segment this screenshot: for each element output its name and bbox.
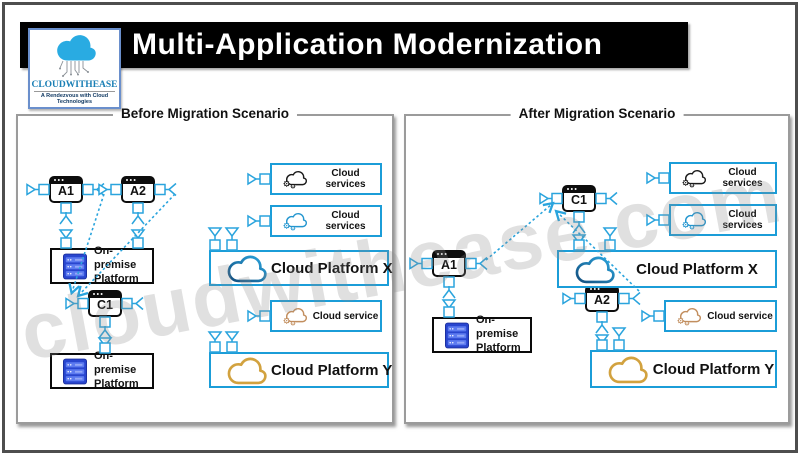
onprem-platform-box: On-premise Platform	[432, 314, 532, 354]
cloud-platform-x-box: Cloud Platform X	[209, 250, 393, 286]
onprem-platform-box-1: On-premise Platform	[50, 245, 154, 285]
socket-fork-icon	[595, 191, 618, 206]
cloud-platform-label: Cloud Platform Y	[652, 360, 775, 378]
app-node-a2: A2	[121, 176, 155, 203]
window-dots-icon	[93, 293, 96, 296]
plug-triangle-icon	[247, 215, 271, 227]
server-rack-icon	[445, 322, 469, 348]
cloud-services-box-2: Cloud services	[270, 205, 382, 237]
app-node-a2: A2	[585, 285, 619, 312]
app-label: C1	[97, 298, 113, 312]
logo-name: CLOUDWITHEASE	[31, 80, 118, 90]
app-label: A2	[594, 293, 610, 307]
app-label: A1	[441, 258, 457, 272]
cloud-gears-icon	[277, 305, 311, 328]
app-titlebar	[50, 177, 82, 184]
cloud-platform-label: Cloud Platform X	[636, 260, 758, 278]
app-titlebar	[433, 251, 465, 258]
onprem-label: On-premise Platform	[476, 314, 521, 354]
app-titlebar	[563, 186, 595, 193]
before-panel-title: Before Migration Scenario	[112, 106, 298, 121]
cloud-platform-y-box: Cloud Platform Y	[590, 350, 777, 388]
socket-fork-icon	[154, 182, 177, 197]
window-dots-icon	[437, 253, 440, 256]
cloud-icon	[575, 256, 615, 283]
cloud-gears-icon	[277, 168, 311, 191]
plug-triangle-icon	[26, 183, 50, 196]
logo-cloud-icon	[56, 35, 96, 77]
cloud-service-label: Cloud service	[312, 310, 379, 322]
cloud-gears-icon	[671, 305, 705, 328]
cloud-platform-label: Cloud Platform Y	[271, 361, 393, 379]
window-dots-icon	[126, 179, 129, 182]
cloud-icon	[227, 255, 267, 282]
app-titlebar	[89, 291, 121, 298]
plug-triangle-icon	[409, 257, 433, 270]
socket-fork-icon	[465, 256, 488, 271]
plug-triangle-icon	[539, 192, 563, 205]
plug-triangle-icon	[247, 173, 271, 185]
after-panel: After Migration Scenario C1 A1 A2 On-pre…	[404, 106, 790, 424]
dependency-arrow-a1-c1	[485, 204, 552, 261]
page-title: Multi-Application Modernization	[132, 28, 603, 61]
cloud-icon	[227, 357, 267, 384]
plug-triangle-icon	[641, 310, 665, 322]
cloud-platform-label: Cloud Platform X	[271, 259, 393, 277]
server-rack-icon	[63, 358, 87, 384]
cloud-service-box: Cloud service	[664, 300, 777, 332]
title-bar: Multi-Application Modernization	[20, 22, 688, 68]
app-titlebar	[122, 177, 154, 184]
cloud-services-box-1: Cloud services	[270, 163, 382, 195]
plug-triangle-icon	[65, 297, 89, 310]
app-node-a1: A1	[49, 176, 83, 203]
plug-triangle-icon	[646, 214, 670, 226]
plug-triangle-icon	[562, 292, 586, 305]
app-node-a1: A1	[432, 250, 466, 277]
plug-triangle-icon	[247, 310, 271, 322]
window-dots-icon	[567, 188, 570, 191]
app-node-c1: C1	[562, 185, 596, 212]
cloud-services-label: Cloud services	[325, 210, 366, 232]
cloud-platform-y-box: Cloud Platform Y	[209, 352, 393, 388]
cloud-gears-icon	[277, 210, 311, 233]
cloud-services-label: Cloud services	[722, 209, 763, 231]
window-dots-icon	[590, 288, 593, 291]
socket-fork-icon	[121, 296, 144, 311]
app-label: A2	[130, 184, 146, 198]
cloud-services-box-1: Cloud services	[669, 162, 777, 194]
onprem-platform-box-2: On-premise Platform	[50, 350, 154, 390]
cloud-service-box: Cloud service	[270, 300, 382, 332]
onprem-label: On-premise Platform	[94, 245, 139, 285]
app-node-c1: C1	[88, 290, 122, 317]
window-dots-icon	[54, 179, 57, 182]
cloud-icon	[608, 356, 648, 383]
cloud-services-label: Cloud services	[325, 168, 366, 190]
before-panel: Before Migration Scenario A1 A2 C1 On-pr…	[16, 106, 394, 424]
brand-logo: CLOUDWITHEASE A Rendezvous with Cloud Te…	[28, 28, 121, 109]
cloud-services-label: Cloud services	[722, 167, 763, 189]
after-panel-title: After Migration Scenario	[510, 106, 684, 121]
onprem-label: On-premise Platform	[94, 350, 139, 390]
cloud-gears-icon	[676, 167, 710, 190]
logo-tagline: A Rendezvous with Cloud Technologies	[34, 91, 115, 105]
plug-triangle-icon	[98, 183, 122, 196]
cloud-platform-x-box: Cloud Platform X	[557, 250, 777, 288]
cloud-gears-icon	[676, 209, 710, 232]
app-label: C1	[571, 193, 587, 207]
socket-fork-icon	[618, 291, 641, 306]
cloud-services-box-2: Cloud services	[669, 204, 777, 236]
server-rack-icon	[63, 253, 87, 279]
socket-fork-icon	[82, 182, 105, 197]
app-label: A1	[58, 184, 74, 198]
cloud-service-label: Cloud service	[707, 310, 773, 322]
plug-triangle-icon	[646, 172, 670, 184]
